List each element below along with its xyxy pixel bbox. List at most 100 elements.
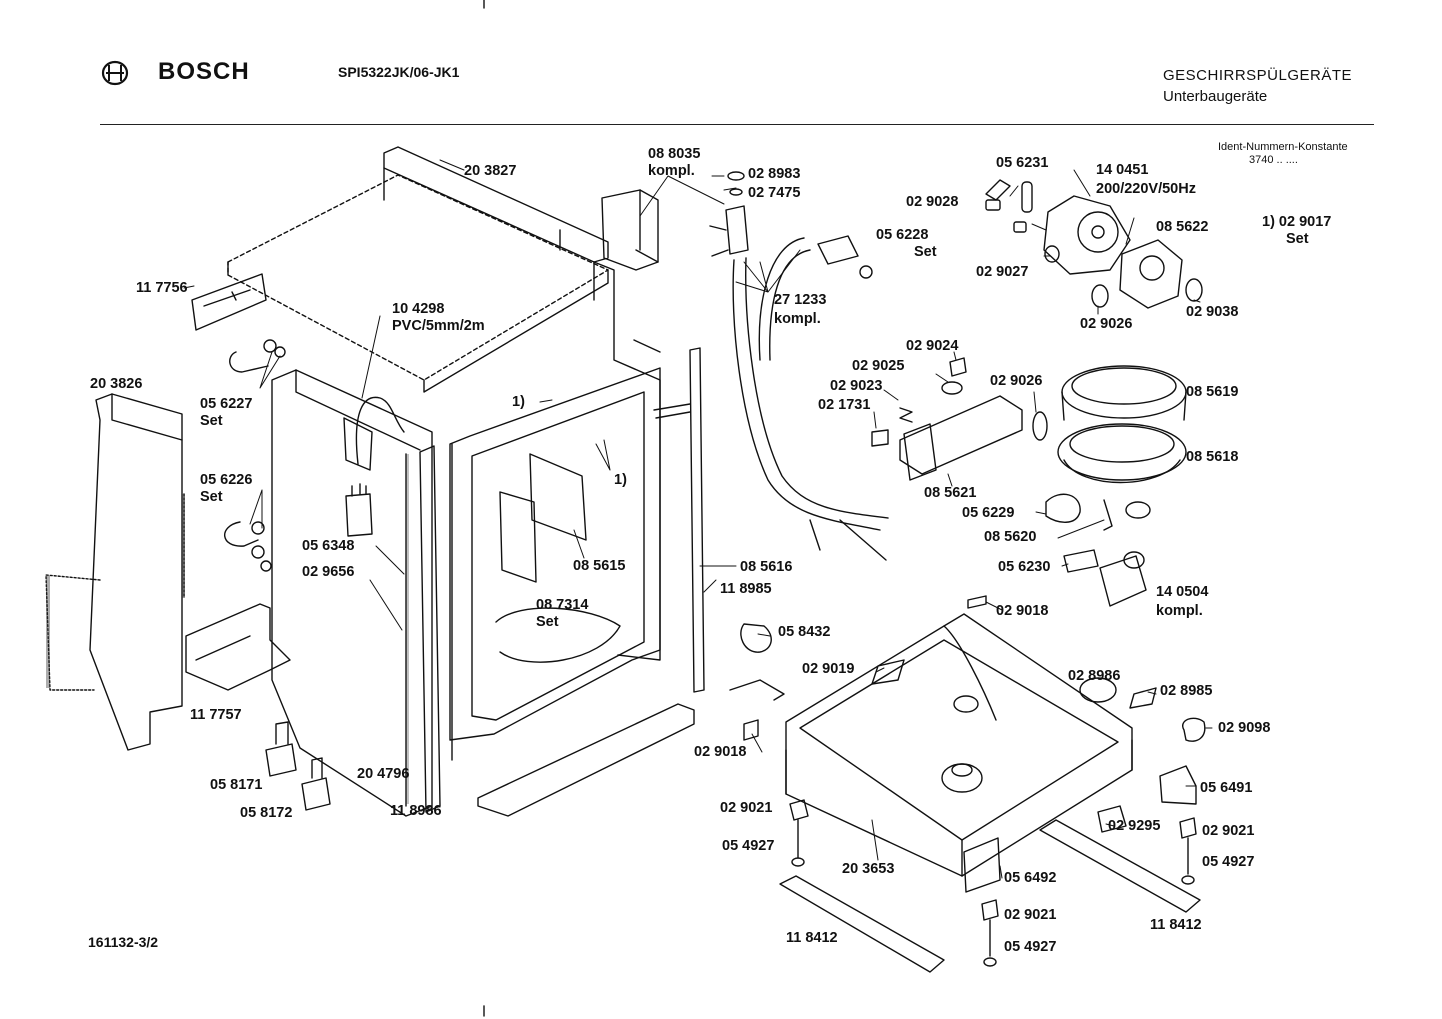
label-11-8412-right: 11 8412 — [1150, 917, 1202, 933]
label-05-6231: 05 6231 — [996, 155, 1049, 171]
label-02-8986: 02 8986 — [1068, 668, 1121, 684]
label-02-9656: 02 9656 — [302, 564, 355, 580]
sump-hose-part — [1045, 493, 1081, 523]
heater-housing-part — [871, 357, 1048, 481]
base-pan-part — [785, 613, 1133, 877]
label-02-9038: 02 9038 — [1186, 304, 1239, 320]
label-08-8035: 08 8035 — [648, 146, 701, 162]
model-number: SPI5322JK/06-JK1 — [338, 64, 460, 80]
label-08-8035-kompl: kompl. — [648, 163, 695, 179]
label-14-0504-kompl: kompl. — [1156, 603, 1203, 619]
label-27-1233-kompl: kompl. — [774, 311, 821, 327]
label-05-6227: 05 6227 — [200, 396, 253, 412]
label-02-9026-top: 02 9026 — [1080, 316, 1133, 332]
label-02-9018-top: 02 9018 — [996, 603, 1049, 619]
label-08-7314: 08 7314 — [536, 597, 589, 613]
brand-name: BOSCH — [158, 58, 250, 85]
label-14-0451: 14 0451 — [1096, 162, 1149, 178]
label-08-5619: 08 5619 — [1186, 384, 1239, 400]
label-11-8985: 11 8985 — [720, 581, 772, 597]
label-10-4298-spec: PVC/5mm/2m — [392, 318, 485, 334]
label-02-9098: 02 9098 — [1218, 720, 1271, 736]
label-02-9021-left: 02 9021 — [720, 800, 773, 816]
label-08-5615: 08 5615 — [573, 558, 626, 574]
pump-housing-part — [985, 199, 1203, 309]
clamp-set-part-2 — [224, 521, 272, 572]
label-05-6492: 05 6492 — [1004, 870, 1057, 886]
label-02-9027: 02 9027 — [976, 264, 1029, 280]
leader-lines — [183, 159, 1213, 879]
label-05-6228: 05 6228 — [876, 227, 929, 243]
label-10-4298: 10 4298 — [392, 301, 445, 317]
door-seal-part — [419, 445, 441, 813]
label-02-9017: 1) 02 9017 — [1262, 214, 1332, 230]
label-11-7756: 11 7756 — [136, 280, 188, 296]
label-20-3653: 20 3653 — [842, 861, 895, 877]
label-05-4927-right: 05 4927 — [1202, 854, 1255, 870]
label-05-6491: 05 6491 — [1200, 780, 1253, 796]
header-divider — [100, 124, 1374, 125]
cabinet-right-side — [593, 261, 661, 661]
label-14-0451-voltage: 200/220V/50Hz — [1096, 181, 1196, 197]
label-02-1731: 02 1731 — [818, 397, 871, 413]
label-11-7757: 11 7757 — [190, 707, 242, 723]
pressure-switch-part — [265, 721, 331, 811]
pump-motor-part — [1043, 195, 1131, 275]
label-02-9023: 02 9023 — [830, 378, 883, 394]
label-02-9017-set: Set — [1286, 231, 1309, 247]
valve-box-part — [601, 189, 659, 271]
pvc-hose-part — [355, 396, 405, 465]
ident-title: Ident-Nummern-Konstante — [1218, 141, 1348, 153]
ident-value: 3740 .. .... — [1249, 154, 1298, 166]
side-cover-part — [45, 393, 185, 751]
label-02-9018-bottom: 02 9018 — [694, 744, 747, 760]
label-08-5620: 08 5620 — [984, 529, 1037, 545]
seal-strip-part — [653, 347, 705, 693]
label-05-8171: 05 8171 — [210, 777, 263, 793]
base-small-parts — [729, 595, 1206, 893]
label-05-6229: 05 6229 — [962, 505, 1015, 521]
label-05-6226-set: Set — [200, 489, 223, 505]
appliance-category: GESCHIRRSPÜLGERÄTE — [1163, 67, 1353, 84]
top-plate-part — [227, 146, 609, 393]
capacitor-part — [345, 483, 373, 537]
label-05-8432: 05 8432 — [778, 624, 831, 640]
bosch-logo-icon — [101, 60, 129, 86]
lower-bracket-part — [185, 603, 291, 691]
label-08-7314-set: Set — [536, 614, 559, 630]
label-02-9019: 02 9019 — [802, 661, 855, 677]
label-02-9295: 02 9295 — [1108, 818, 1161, 834]
label-27-1233: 27 1233 — [774, 292, 827, 308]
label-08-5616: 08 5616 — [740, 559, 793, 575]
stipple-texture — [46, 454, 409, 804]
label-05-4927-left: 05 4927 — [722, 838, 775, 854]
label-08-5622: 08 5622 — [1156, 219, 1209, 235]
label-02-9021-right: 02 9021 — [1202, 823, 1255, 839]
label-footnote-1b: 1) — [614, 472, 627, 488]
appliance-subcategory: Unterbaugeräte — [1163, 88, 1268, 105]
drawing-number: 161132-3/2 — [88, 934, 159, 950]
label-05-6226: 05 6226 — [200, 472, 253, 488]
sump-part — [1057, 365, 1187, 531]
label-02-9024: 02 9024 — [906, 338, 959, 354]
label-footnote-1a: 1) — [512, 394, 525, 410]
hose-bundle-part — [732, 237, 889, 561]
label-05-6227-set: Set — [200, 413, 223, 429]
label-05-6228-set: Set — [914, 244, 937, 260]
clamp-set-part — [229, 339, 286, 373]
label-11-8986: 11 8986 — [390, 803, 442, 819]
label-20-3826: 20 3826 — [90, 376, 143, 392]
label-05-4927-bottom: 05 4927 — [1004, 939, 1057, 955]
label-02-9028: 02 9028 — [906, 194, 959, 210]
label-02-8983: 02 8983 — [748, 166, 801, 182]
connector-part — [817, 235, 873, 279]
label-02-9026-mid: 02 9026 — [990, 373, 1043, 389]
label-20-3827: 20 3827 — [464, 163, 517, 179]
label-08-5621: 08 5621 — [924, 485, 977, 501]
label-14-0504: 14 0504 — [1156, 584, 1209, 600]
label-02-9025: 02 9025 — [852, 358, 905, 374]
base-rail-part — [477, 703, 695, 817]
label-08-5618: 08 5618 — [1186, 449, 1239, 465]
